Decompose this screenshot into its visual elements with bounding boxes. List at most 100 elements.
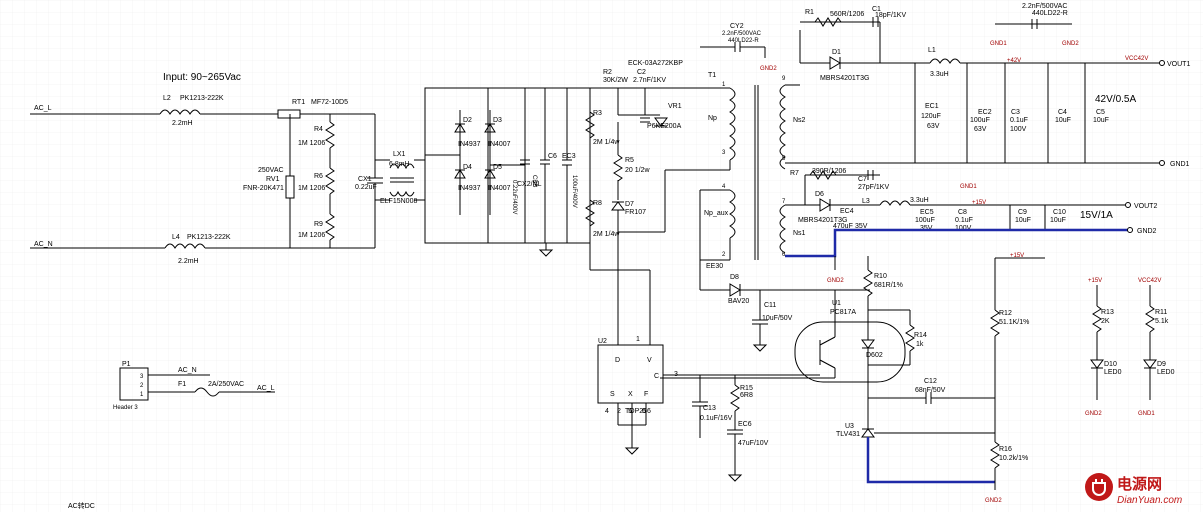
- R5-ref: R5: [625, 157, 634, 164]
- C13-val: 0.1uF/16V: [700, 415, 733, 422]
- C6-ref: C6: [548, 153, 557, 160]
- D602-ref: D602: [866, 352, 883, 359]
- R3-ref: R3: [593, 110, 602, 117]
- net-vcc42-b: VCC42V: [1138, 278, 1161, 284]
- EC3-val: 100uF/400V: [571, 175, 577, 208]
- D1-val: MBRS4201T3G: [820, 75, 869, 82]
- C7-ref: C7: [858, 176, 867, 183]
- D8-val: BAV20: [728, 298, 749, 305]
- EC4-ref: EC4: [840, 208, 854, 215]
- EC1-ref: EC1: [925, 103, 939, 110]
- R10-val: 681R/1%: [874, 282, 903, 289]
- R16-ref: R16: [999, 446, 1012, 453]
- EC1-val: 120uF: [921, 113, 941, 120]
- RT1-val: MF72-10D5: [311, 99, 348, 106]
- L1-ref: L1: [928, 47, 936, 54]
- R15-ref: R15: [740, 385, 753, 392]
- VR1-ref: VR1: [668, 103, 682, 110]
- C3-val2: 100V: [1010, 126, 1027, 133]
- L3-val: 3.3uH: [910, 197, 929, 204]
- L2-val2: 2.2mH: [172, 120, 193, 127]
- L2-ref: L2: [163, 95, 171, 102]
- T1-core: EE30: [706, 263, 723, 270]
- P1-val: Header 3: [113, 405, 138, 411]
- RV1-val: 250VAC: [258, 167, 284, 174]
- C1-val: 18pF/1KV: [875, 12, 906, 19]
- C5-ref: C5: [1096, 109, 1105, 116]
- EC6-ref: EC6: [738, 421, 752, 428]
- watermark-url: DianYuan.com: [1117, 495, 1182, 506]
- C7-val: 27pF/1KV: [858, 184, 889, 191]
- net-ac-n2: AC_N: [178, 367, 197, 374]
- D9-ref: D9: [1157, 361, 1166, 368]
- T1-ns1: Ns1: [793, 230, 806, 237]
- C2-val: 2.7nF/1KV: [633, 77, 666, 84]
- C9-val: 10uF: [1015, 217, 1031, 224]
- C5-val: 10uF: [1093, 117, 1109, 124]
- R12-ref: R12: [999, 310, 1012, 317]
- net-ac-l: AC_L: [34, 105, 52, 112]
- CX1-val: 0.22uF: [355, 184, 377, 191]
- L3-ref: L3: [862, 198, 870, 205]
- R7-val: 390R/1206: [812, 168, 846, 175]
- T1-np: Np: [708, 115, 717, 122]
- D4-val: IN4937: [458, 185, 481, 192]
- R9-val: 1M 1206: [298, 232, 325, 239]
- R9-ref: R9: [314, 221, 323, 228]
- T1-ns2: Ns2: [793, 117, 806, 124]
- U2-pin-D: D: [615, 357, 620, 364]
- EC2-ref: EC2: [978, 109, 992, 116]
- P1-ref: P1: [122, 361, 131, 368]
- input-title: Input: 90~265Vac: [163, 72, 241, 83]
- watermark-logo: 电源网 DianYuan.com: [1079, 469, 1199, 509]
- R1-val: 560R/1206: [830, 11, 864, 18]
- R5-val: 20 1/2w: [625, 167, 650, 174]
- D3-val: IN4007: [488, 141, 511, 148]
- net-gnd1: GND1: [1170, 161, 1190, 168]
- CY1-ref: 2.2nF/500VAC: [1022, 3, 1067, 10]
- net-p15-b: +15V: [1010, 253, 1024, 259]
- U3-ref: U3: [845, 423, 854, 430]
- net-ac-n: AC_N: [34, 241, 53, 248]
- net-gnd2-b: GND2: [1062, 41, 1079, 47]
- C2-ref: C2: [637, 69, 646, 76]
- R6-val: 1M 1206: [298, 185, 325, 192]
- F1-val: 2A/250VAC: [208, 381, 244, 388]
- EC5-val: 100uF: [915, 217, 935, 224]
- R2-val: 30K/2W: [603, 77, 628, 84]
- R11-ref: R11: [1155, 309, 1167, 316]
- U1-val: PC817A: [830, 309, 856, 316]
- watermark-brand: 电源网: [1117, 475, 1162, 493]
- C11-val: 10uF/50V: [762, 315, 793, 322]
- R14-val: 1k: [916, 341, 924, 348]
- C8-val: 0.1uF: [955, 217, 973, 224]
- R4-ref: R4: [314, 126, 323, 133]
- R12-val: 51.1K/1%: [999, 319, 1029, 326]
- L4-val: PK1213-222K: [187, 234, 231, 241]
- C3-ref: C3: [1011, 109, 1020, 116]
- D2-val: IN4937: [458, 141, 481, 148]
- C12-val: 68nF/50V: [915, 387, 946, 394]
- net-gnd2-e: GND2: [1085, 411, 1102, 417]
- U2-pin-V: V: [647, 357, 652, 364]
- C3-val: 0.1uF: [1010, 117, 1028, 124]
- EC1-val2: 63V: [927, 123, 940, 130]
- CY1-val: 440LD22-R: [1032, 10, 1068, 17]
- R3-val: 2M 1/4w: [593, 139, 620, 146]
- D1-ref: D1: [832, 49, 841, 56]
- R6-ref: R6: [314, 173, 323, 180]
- C8-ref: C8: [958, 209, 967, 216]
- RT1-ref: RT1: [292, 99, 305, 106]
- L4-val2: 2.2mH: [178, 258, 199, 265]
- D6-ref: D6: [815, 191, 824, 198]
- net-p42: +42V: [1007, 58, 1021, 64]
- C6-val: CX2/NL: [517, 181, 542, 188]
- net-ac-l2: AC_L: [257, 385, 275, 392]
- U2-pin-C: C: [654, 373, 659, 380]
- R10-ref: R10: [874, 273, 887, 280]
- U1-ref: U1: [832, 300, 841, 307]
- D10-val: LED0: [1104, 369, 1122, 376]
- LX1-val2: ELF15N008: [380, 198, 417, 205]
- U2-n1: 1: [636, 336, 640, 343]
